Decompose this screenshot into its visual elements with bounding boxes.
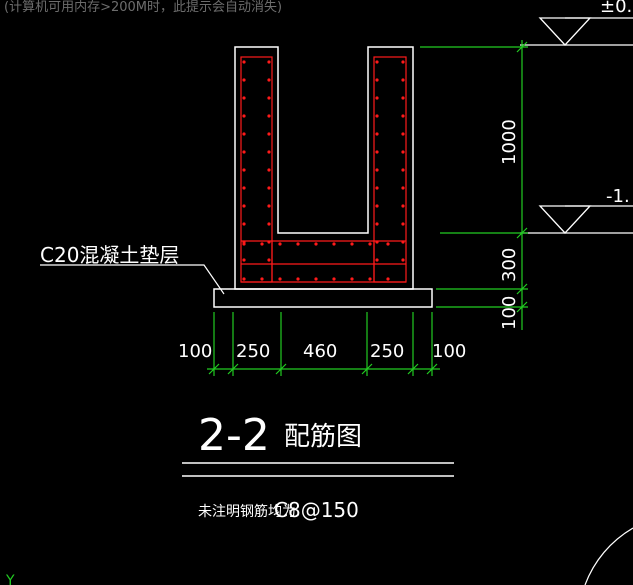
rebar-dot	[260, 242, 264, 246]
rebar-dot	[267, 186, 271, 190]
ucs-y-axis-label: Y	[5, 573, 15, 585]
rebar-dot	[314, 242, 318, 246]
title-code: 2-2	[198, 410, 270, 461]
rebar-dot	[401, 186, 405, 190]
dim-horizontal-100-left: 100	[178, 341, 212, 362]
rebar-dot	[267, 60, 271, 64]
memory-warning-message: (计算机可用内存>200M时，此提示会自动消失)	[4, 0, 283, 15]
rebar-dot	[242, 114, 246, 118]
rebar-dot	[401, 78, 405, 82]
rebar-dot	[401, 204, 405, 208]
rebar-dot	[242, 204, 246, 208]
rebar-dot	[350, 242, 354, 246]
corner-arc	[584, 527, 633, 585]
rebar-dot	[332, 242, 336, 246]
rebar-dot	[267, 78, 271, 82]
rebar-dot	[375, 78, 379, 82]
rebar-dot	[314, 277, 318, 281]
rebar-dot	[242, 96, 246, 100]
rebar-dot	[296, 277, 300, 281]
rebar-dot	[260, 277, 264, 281]
rebar-dot	[375, 132, 379, 136]
rebar-dot	[401, 168, 405, 172]
vertical-dimensions	[420, 40, 528, 330]
level-marker-mid: -1.	[520, 186, 633, 234]
rebar-dot	[368, 277, 372, 281]
dim-horizontal-250-right: 250	[370, 341, 404, 362]
rebar-dot	[332, 277, 336, 281]
note-value: C8@150	[274, 498, 359, 522]
rebar-dot	[242, 222, 246, 226]
rebar-dot	[242, 78, 246, 82]
dim-horizontal-460: 460	[303, 341, 337, 362]
rebar-dot	[375, 150, 379, 154]
rebar-dot	[242, 60, 246, 64]
rebar-dot	[368, 242, 372, 246]
dim-vertical-300: 300	[499, 248, 520, 282]
rebar-dot	[267, 168, 271, 172]
rebar-dot	[267, 114, 271, 118]
dim-vertical-1000: 1000	[499, 119, 520, 165]
cushion-label: C20混凝土垫层	[40, 243, 179, 267]
rebar-dot	[350, 277, 354, 281]
rebar-dot	[242, 242, 246, 246]
rebar-dot	[242, 150, 246, 154]
rebar-cage	[240, 56, 407, 283]
title-text: 配筋图	[284, 422, 362, 452]
rebar-dot	[401, 96, 405, 100]
rebar-dot	[401, 240, 405, 244]
rebar-dot	[401, 258, 405, 262]
rebar-dot	[386, 277, 390, 281]
rebar-dot	[267, 204, 271, 208]
rebar-dot	[401, 222, 405, 226]
rebar-dot	[375, 168, 379, 172]
rebar-dot	[242, 132, 246, 136]
rebar-dot	[375, 60, 379, 64]
dim-horizontal-250-left: 250	[236, 341, 270, 362]
rebar-dot	[242, 277, 246, 281]
rebar-dot	[278, 277, 282, 281]
rebar-dot	[401, 114, 405, 118]
rebar-dots	[242, 60, 405, 281]
rebar-dot	[267, 96, 271, 100]
rebar-dot	[267, 240, 271, 244]
cushion-callout: C20混凝土垫层	[40, 243, 225, 295]
rebar-dot	[278, 242, 282, 246]
rebar-note: 未注明钢筋均为 C8@150	[198, 498, 359, 522]
drawing-title: 2-2 配筋图	[182, 410, 454, 477]
rebar-dot	[401, 132, 405, 136]
level-marker-top: ±0.0	[520, 0, 633, 46]
rebar-dot	[375, 222, 379, 226]
rebar-dot	[267, 132, 271, 136]
cushion-layer	[213, 288, 433, 308]
level-mid-label: -1.	[606, 186, 630, 207]
rebar-dot	[267, 222, 271, 226]
dim-vertical-100: 100	[499, 296, 520, 330]
rebar-dot	[375, 240, 379, 244]
rebar-dot	[375, 258, 379, 262]
rebar-dot	[267, 150, 271, 154]
rebar-dot	[242, 168, 246, 172]
rebar-dot	[386, 242, 390, 246]
note-prefix: 未注明钢筋均为	[198, 503, 296, 520]
rebar-dot	[375, 114, 379, 118]
rebar-dot	[375, 186, 379, 190]
dim-horizontal-100-right: 100	[432, 341, 466, 362]
concrete-section-outline	[213, 46, 433, 308]
horizontal-dimensions	[207, 312, 440, 376]
rebar-dot	[242, 258, 246, 262]
rebar-dot	[401, 150, 405, 154]
rebar-dot	[242, 186, 246, 190]
rebar-dot	[401, 60, 405, 64]
level-top-label: ±0.0	[600, 0, 633, 17]
rebar-dot	[267, 258, 271, 262]
rebar-dot	[375, 204, 379, 208]
rebar-dot	[375, 96, 379, 100]
rebar-dot	[296, 242, 300, 246]
